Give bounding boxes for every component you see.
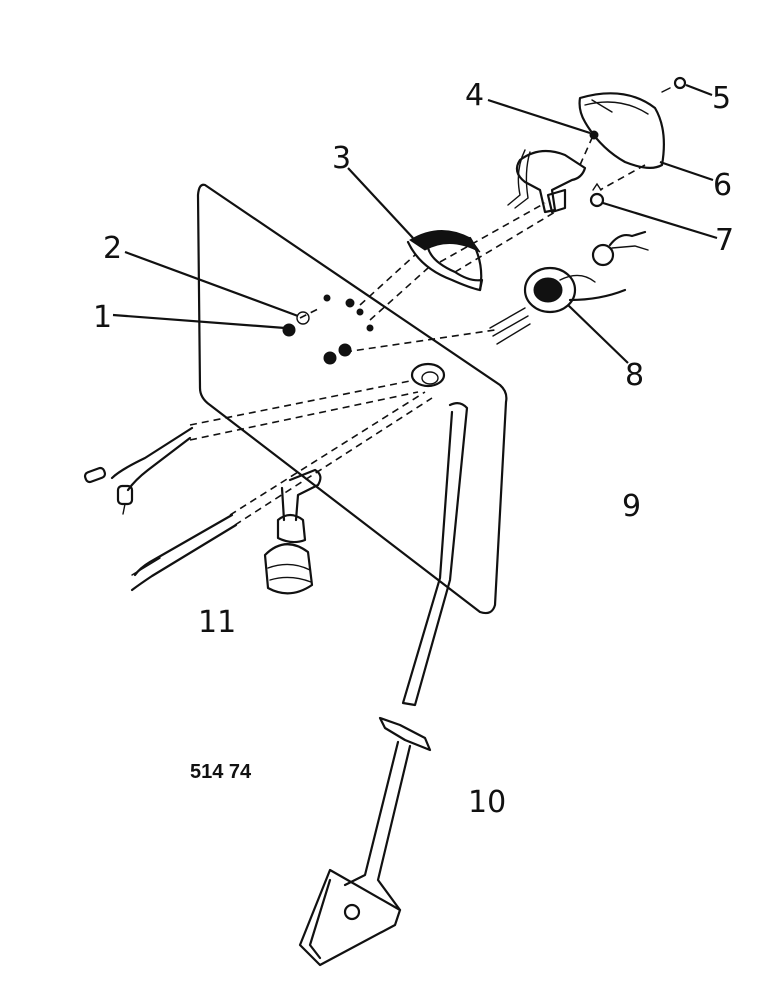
- callout-labels: 1 2 3 4 5 6 7 8 9 10 11 514 74: [93, 78, 734, 820]
- plate-hole: [296, 311, 310, 325]
- callout-8: 8: [625, 358, 644, 393]
- callout-11: 11: [198, 605, 236, 640]
- plate-hole: [356, 308, 364, 316]
- callout-10: 10: [468, 785, 506, 820]
- part-3-gasket: [406, 229, 484, 292]
- wire-harness-lower: [130, 513, 238, 592]
- part-1-nut: [282, 323, 296, 337]
- plate-hole: [366, 324, 374, 332]
- callout-1: 1: [93, 300, 112, 335]
- figure-reference: 514 74: [190, 761, 252, 783]
- mounting-plate: [196, 183, 508, 615]
- wire-harness-upper: [83, 426, 194, 515]
- bulb-holder: [591, 230, 649, 267]
- part-7-bulb: [589, 182, 605, 208]
- plate-hole: [323, 294, 331, 302]
- callout-6: 6: [713, 168, 732, 203]
- part-6-lens-cover: [578, 92, 665, 169]
- part-11-socket: [263, 468, 322, 595]
- callout-9: 9: [622, 489, 641, 524]
- plate-hole: [338, 343, 352, 357]
- assembly-lines: [189, 137, 646, 526]
- part-10-support-stand: [298, 401, 469, 967]
- part-8-grommet: [489, 266, 627, 345]
- leader-lines: [112, 83, 718, 364]
- callout-7: 7: [715, 223, 734, 258]
- plate-hole: [323, 351, 337, 365]
- callout-3: 3: [332, 141, 351, 176]
- callout-2: 2: [103, 231, 122, 266]
- callout-4: 4: [465, 78, 484, 113]
- part-5-screw: [661, 76, 687, 93]
- lamp-housing-bracket: [507, 149, 587, 214]
- callout-5: 5: [712, 81, 731, 116]
- plate-hole: [345, 298, 355, 308]
